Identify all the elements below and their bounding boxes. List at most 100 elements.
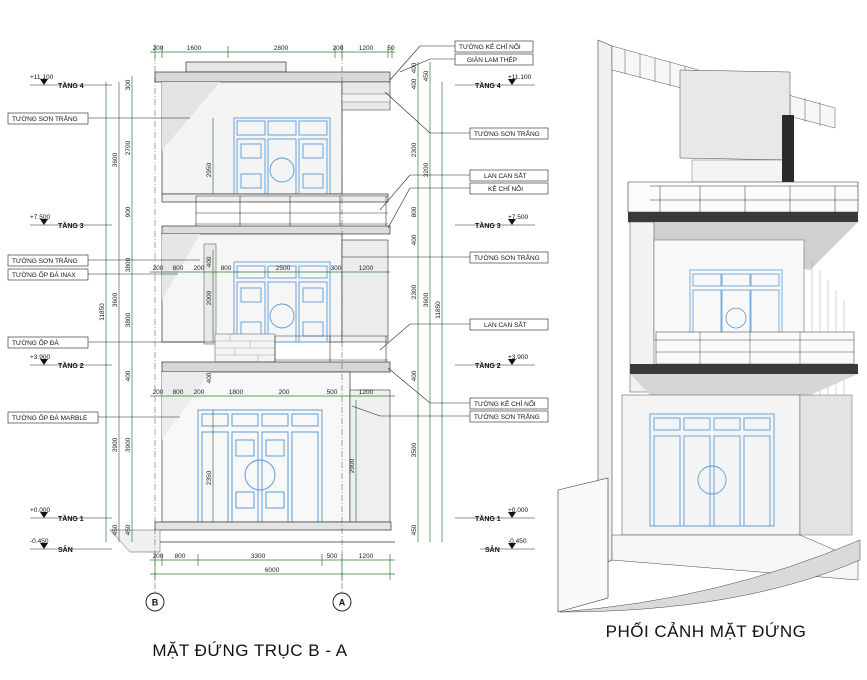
dim-bottom: 1200 [359,553,374,560]
level-elevation: +7.500 [508,214,528,221]
level-name: TẦNG 2 [58,360,84,370]
level-name: TẦNG 4 [475,80,501,90]
callout-right: TƯỜNG SƠN TRẮNG [474,129,540,138]
axis-marker-a [332,592,352,612]
dim-left: 3900 [112,437,119,452]
dim-left: 900 [125,206,132,217]
dim-right: 3600 [423,292,430,307]
dim-low: 1200 [359,389,374,396]
dim-low: 200 [153,389,164,396]
callout-right: TƯỜNG SƠN TRẮNG [474,412,540,421]
level-elevation: +3.900 [508,354,528,361]
dim-right: 2300 [411,284,418,299]
dim-right: 400 [411,234,418,245]
dim-left: 3800 [125,312,132,327]
level-elevation: +0.000 [508,507,528,514]
level-elevation: +3.900 [30,354,50,361]
callout-right: KẺ CHỈ NỔI [488,184,523,193]
dim-mid: 2500 [276,265,291,272]
dim-right: 3200 [423,162,430,177]
axis-label-b: B [152,598,159,608]
dim-low: 500 [327,389,338,396]
callout-left: TƯỜNG ỐP ĐÁ [12,337,59,347]
dim-left: 3600 [112,152,119,167]
level-name: TẦNG 2 [475,360,501,370]
dim-inner: 400 [206,372,213,383]
dim-right: 400 [411,62,418,73]
dim-top: 1200 [359,45,374,52]
level-elevation: -0.450 [30,538,49,545]
dim-left: 450 [125,524,132,535]
dim-total-width: 6000 [265,567,280,574]
dim-left: 3900 [125,437,132,452]
dim-bottom: 3300 [251,553,266,560]
dim-mid: 800 [173,265,184,272]
level-name: SÂN [58,545,73,554]
dim-left: 300 [125,79,132,90]
dim-top: 200 [153,45,164,52]
callout-right: TƯỜNG SƠN TRẮNG [474,253,540,262]
level-elevation: +11.100 [508,74,532,81]
dim-inner: 400 [206,256,213,267]
dim-left: 3600 [112,292,119,307]
dim-bottom: 500 [327,553,338,560]
dim-right: 2300 [411,142,418,157]
dim-low: 200 [194,389,205,396]
dim-inner: 2350 [206,470,213,485]
elevation-drawing: B A 200 1600 2800 200 1200 50 200 800 20… [7,40,549,660]
dim-left: 2700 [125,140,132,155]
level-elevation: +7.500 [30,214,50,221]
callout-right: LAN CAN SẮT [484,320,527,329]
dim-inner: 2900 [349,458,356,473]
callout-left: TƯỜNG SƠN TRẮNG [12,114,78,123]
callout-left: TƯỜNG ỐP ĐÁ INAX [12,269,76,279]
dim-bottom: 800 [175,553,186,560]
dim-right: 400 [411,370,418,381]
callout-right: GIÀN LAM THÉP [467,55,517,64]
dim-inner: 2950 [206,162,213,177]
dim-right-outer: 11850 [435,301,442,319]
dim-top: 200 [333,45,344,52]
callout-right: TƯỜNG KẺ CHỈ NỔI [474,399,536,408]
dim-low: 1800 [229,389,244,396]
dim-low: 200 [279,389,290,396]
caption-elevation: MẶT ĐỨNG TRỤC B - A [152,641,347,660]
dim-left: 400 [125,370,132,381]
dim-mid: 200 [153,265,164,272]
level-name: TẦNG 1 [475,513,501,523]
level-elevation: +0.000 [30,507,50,514]
dim-mid: 1200 [359,265,374,272]
dim-mid: 300 [331,265,342,272]
dim-right: 450 [423,70,430,81]
level-name: TẦNG 3 [475,220,501,230]
dim-left: 450 [112,524,119,535]
perspective-render: PHỐI CẢNH MẶT ĐỨNG [557,39,861,641]
dim-top: 1600 [187,45,202,52]
callout-left: TƯỜNG SƠN TRẮNG [12,256,78,265]
dim-right: 3500 [411,442,418,457]
dim-right: 800 [411,206,418,217]
level-name: TẦNG 4 [58,80,84,90]
level-name: TẦNG 1 [58,513,84,523]
callout-right: LAN CAN SẮT [484,171,527,180]
dim-left-outer: 11850 [99,303,106,321]
dim-left: 3800 [125,257,132,272]
dim-bottom: 200 [153,553,164,560]
dim-top: 50 [387,45,395,52]
axis-label-a: A [339,598,346,608]
level-elevation: +11.100 [30,74,54,81]
caption-perspective: PHỐI CẢNH MẶT ĐỨNG [606,621,807,641]
callout-left: TƯỜNG ỐP ĐÁ MARBLE [12,412,88,422]
dim-right: 450 [411,524,418,535]
dim-mid: 200 [194,265,205,272]
dim-top: 2800 [274,45,289,52]
dim-inner: 2000 [206,290,213,305]
axis-marker-b [145,592,165,612]
level-name: SÂN [485,545,500,554]
level-name: TẦNG 3 [58,220,84,230]
callout-right: TƯỜNG KẺ CHỈ NỔI [459,42,521,51]
dim-mid: 800 [221,265,232,272]
dim-right: 400 [411,78,418,89]
level-elevation: -0.450 [508,538,527,545]
